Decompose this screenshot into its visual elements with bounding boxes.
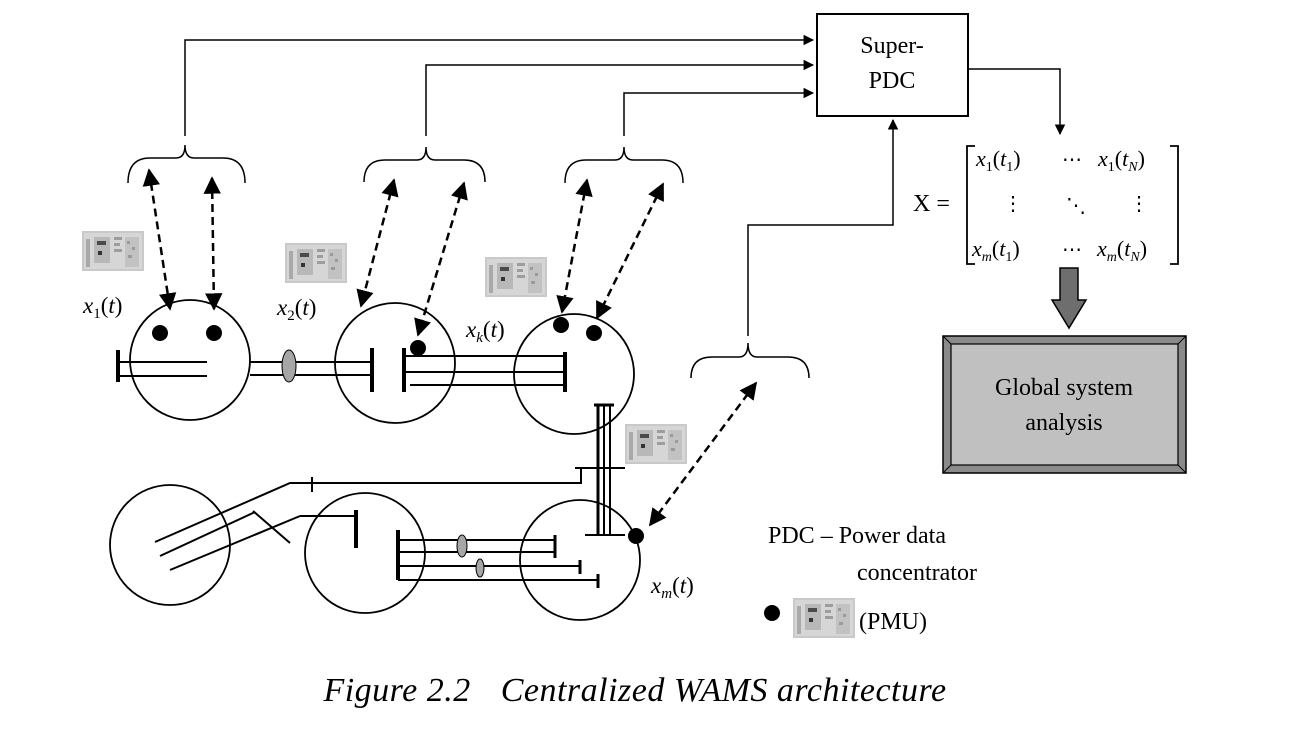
super-pdc-box: Super- PDC bbox=[816, 13, 969, 117]
svg-text:x1(t1): x1(t1) bbox=[975, 146, 1021, 175]
pmu-icons bbox=[82, 231, 855, 638]
pdc-feed-lines bbox=[184, 34, 1066, 336]
data-matrix: X = x1(t1) ⋯ x1(tN) ⋮ ⋱ ⋮ xm(t1) ⋯ xm(tN… bbox=[913, 145, 1179, 265]
down-arrow-icon bbox=[1050, 267, 1088, 330]
area-circle-m bbox=[519, 499, 641, 621]
pmu-labels: x1(t) x2(t) xk(t) xm(t) bbox=[82, 293, 694, 602]
pmu-device-icon bbox=[793, 598, 855, 638]
svg-text:xk(t): xk(t) bbox=[465, 317, 505, 346]
transmission-lines bbox=[116, 348, 625, 588]
power-areas bbox=[109, 299, 641, 621]
pmu-device-icon bbox=[82, 231, 144, 271]
matrix-lhs: X = bbox=[913, 191, 950, 217]
area-circle-a bbox=[109, 484, 231, 606]
legend: PDC – Power data concentrator (PMU) bbox=[764, 523, 977, 635]
pmu-links bbox=[142, 168, 758, 527]
pmu-dot bbox=[586, 325, 602, 341]
legend-pmu-dot-icon bbox=[764, 605, 780, 621]
svg-text:xm(t): xm(t) bbox=[650, 573, 694, 602]
pmu-device-icon bbox=[285, 243, 347, 283]
svg-text:x1(tN): x1(tN) bbox=[1097, 146, 1145, 175]
matrix-ddots: ⋱ bbox=[1066, 195, 1086, 217]
legend-pmu-label: (PMU) bbox=[859, 609, 927, 635]
global-analysis-box: Global system analysis bbox=[942, 335, 1187, 474]
pmu-dots bbox=[152, 317, 644, 544]
pdc-braces bbox=[127, 144, 810, 379]
figure-caption: Figure 2.2 Centralized WAMS architecture bbox=[0, 672, 1270, 710]
pdc-brace-4 bbox=[690, 342, 810, 379]
svg-text:xm(tN): xm(tN) bbox=[1096, 236, 1147, 265]
pmu-dot bbox=[152, 325, 168, 341]
breakers bbox=[281, 349, 485, 578]
pmu-dot bbox=[628, 528, 644, 544]
pdc-brace-1 bbox=[127, 144, 246, 184]
pmu-device-icon bbox=[485, 257, 547, 297]
analysis-label-line2: analysis bbox=[1025, 410, 1102, 436]
matrix-vdots: ⋮ bbox=[1129, 193, 1149, 215]
super-pdc-label-line2: PDC bbox=[869, 68, 916, 94]
pdc-brace-2 bbox=[363, 146, 486, 183]
figure-title: Centralized WAMS architecture bbox=[500, 672, 947, 709]
pmu-dot bbox=[410, 340, 426, 356]
legend-pdc-line1: PDC – Power data bbox=[768, 523, 946, 549]
matrix-vdots: ⋮ bbox=[1003, 193, 1023, 215]
svg-text:xm(t1): xm(t1) bbox=[971, 236, 1020, 265]
pmu-dot bbox=[206, 325, 222, 341]
pmu-dot bbox=[553, 317, 569, 333]
area-circle-k bbox=[513, 313, 635, 435]
svg-text:x2(t): x2(t) bbox=[276, 295, 316, 324]
legend-pdc-line2: concentrator bbox=[857, 560, 977, 586]
area-circle-1 bbox=[129, 299, 251, 421]
figure-number: Figure 2.2 bbox=[323, 672, 471, 709]
matrix-hdots: ⋯ bbox=[1062, 149, 1082, 171]
pmu-device-icon bbox=[625, 424, 687, 464]
pdc-brace-3 bbox=[564, 146, 684, 184]
super-pdc-label-line1: Super- bbox=[860, 33, 924, 59]
analysis-label-line1: Global system bbox=[995, 375, 1133, 401]
matrix-hdots: ⋯ bbox=[1062, 239, 1082, 261]
svg-text:x1(t): x1(t) bbox=[82, 293, 122, 322]
